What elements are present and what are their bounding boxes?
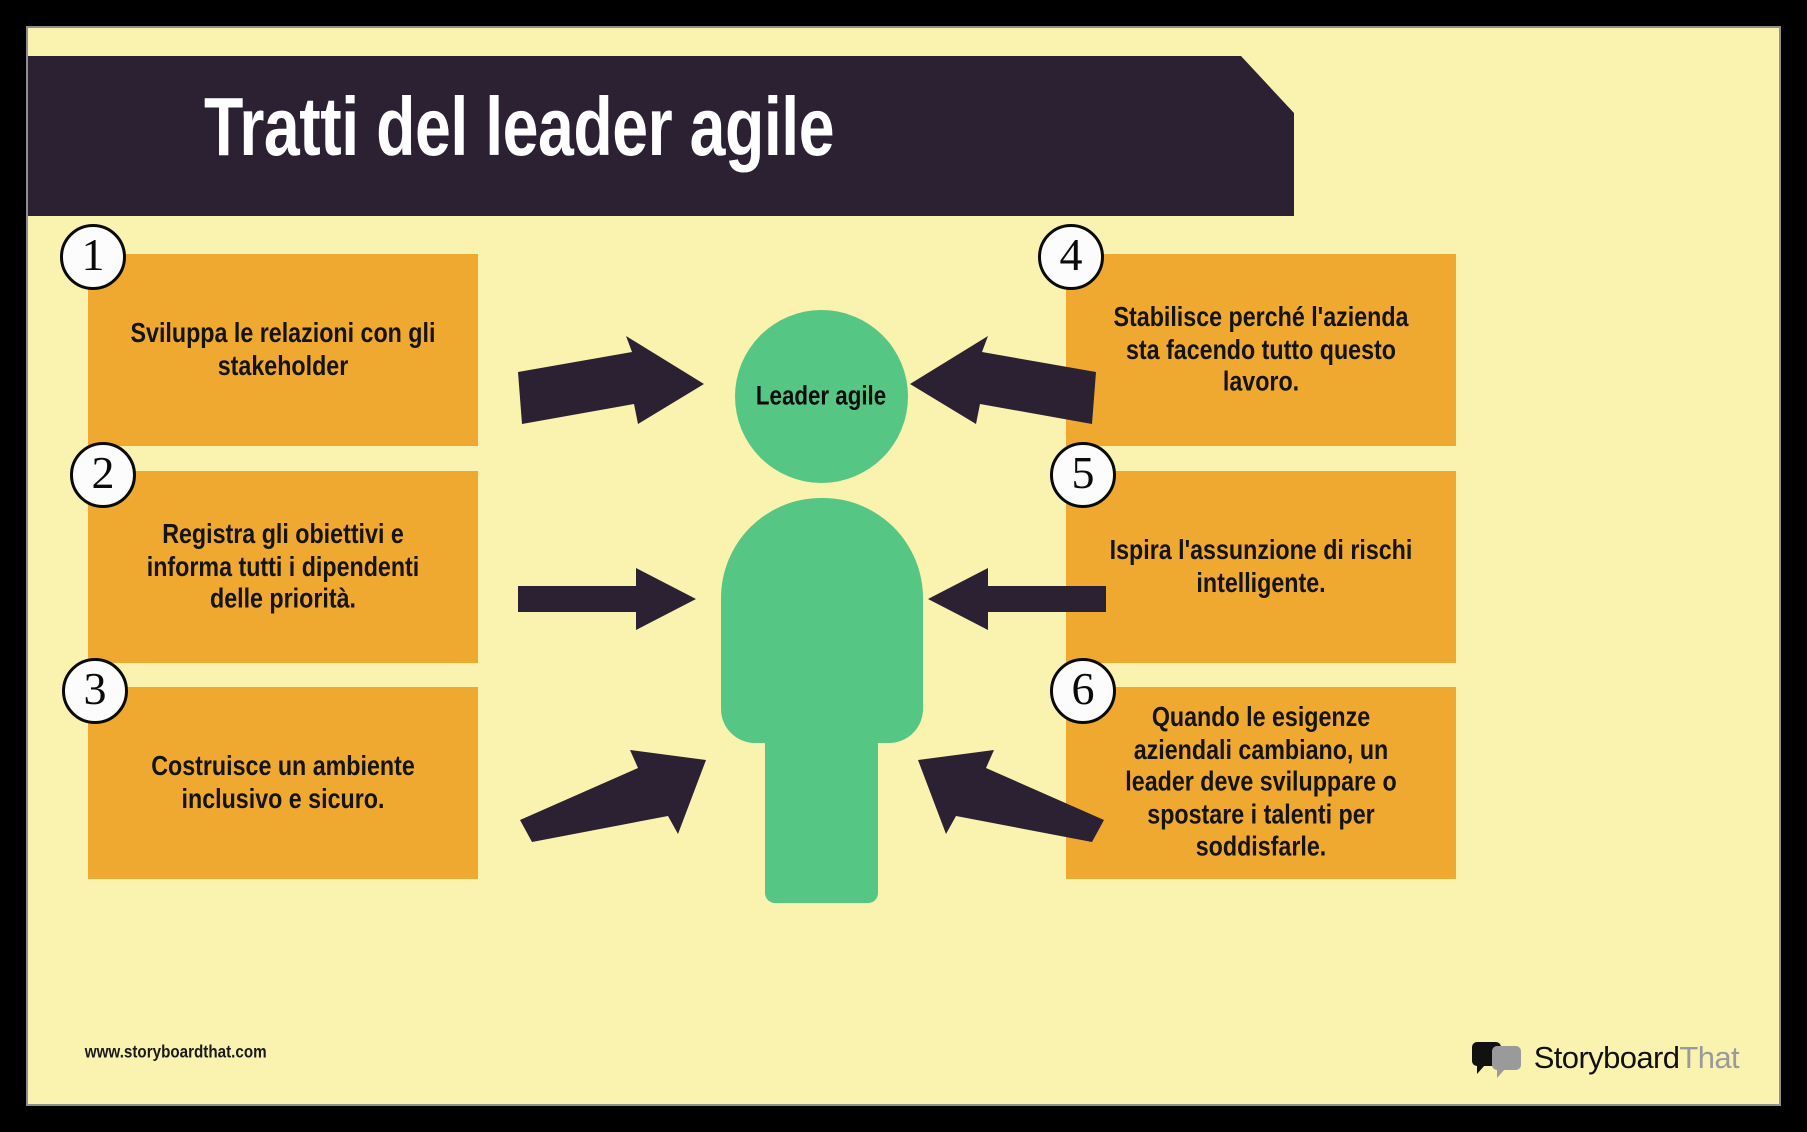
number-badge-2: 2: [70, 442, 136, 508]
arrow-right-2-icon: [518, 568, 698, 630]
poster-canvas: Tratti del leader agile Sviluppa le rela…: [26, 26, 1781, 1106]
trait-text-1: Sviluppa le relazioni con gli stakeholde…: [130, 317, 436, 381]
badge-number-2: 2: [91, 447, 115, 498]
trait-box-1[interactable]: Sviluppa le relazioni con gli stakeholde…: [88, 254, 478, 446]
badge-number-5: 5: [1071, 447, 1095, 498]
number-badge-1: 1: [60, 224, 126, 290]
trait-box-2[interactable]: Registra gli obiettivi e informa tutti i…: [88, 471, 478, 663]
speech-bubbles-icon: [1471, 1040, 1524, 1078]
number-badge-6: 6: [1050, 658, 1116, 724]
page-title: Tratti del leader agile: [204, 80, 835, 173]
badge-number-3: 3: [83, 663, 107, 714]
trait-box-3[interactable]: Costruisce un ambiente inclusivo e sicur…: [88, 687, 478, 879]
trait-text-6: Quando le esigenze aziendali cambiano, u…: [1125, 701, 1397, 863]
storyboardthat-logo[interactable]: StoryboardThat: [1471, 1040, 1740, 1078]
speech-bubble-front-icon: [1491, 1046, 1521, 1078]
logo-word-that: That: [1679, 1040, 1739, 1075]
arrow-right-up-1-icon: [516, 328, 706, 424]
number-badge-3: 3: [62, 658, 128, 724]
number-badge-5: 5: [1050, 442, 1116, 508]
logo-wordmark: StoryboardThat: [1533, 1040, 1740, 1076]
leader-figure-torso: [721, 498, 923, 743]
trait-text-2: Registra gli obiettivi e informa tutti i…: [146, 518, 420, 615]
trait-text-3: Costruisce un ambiente inclusivo e sicur…: [151, 750, 415, 814]
badge-number-1: 1: [81, 229, 105, 280]
leader-figure-legs: [765, 718, 878, 903]
title-banner: Tratti del leader agile: [28, 56, 1294, 216]
trait-box-5[interactable]: Ispira l'assunzione di rischi intelligen…: [1066, 471, 1456, 663]
trait-box-6[interactable]: Quando le esigenze aziendali cambiano, u…: [1066, 687, 1456, 879]
footer-url[interactable]: www.storyboardthat.com: [84, 1043, 267, 1062]
trait-box-4[interactable]: Stabilisce perché l'azienda sta facendo …: [1066, 254, 1456, 446]
trait-text-5: Ispira l'assunzione di rischi intelligen…: [1109, 534, 1413, 598]
badge-number-4: 4: [1059, 229, 1083, 280]
arrow-right-up-3-icon: [518, 738, 708, 848]
number-badge-4: 4: [1038, 224, 1104, 290]
trait-text-4: Stabilisce perché l'azienda sta facendo …: [1113, 301, 1409, 398]
logo-word-storyboard: Storyboard: [1533, 1040, 1680, 1075]
badge-number-6: 6: [1071, 663, 1095, 714]
leader-figure-label: Leader agile: [756, 381, 887, 411]
leader-figure-head: Leader agile: [735, 310, 908, 483]
